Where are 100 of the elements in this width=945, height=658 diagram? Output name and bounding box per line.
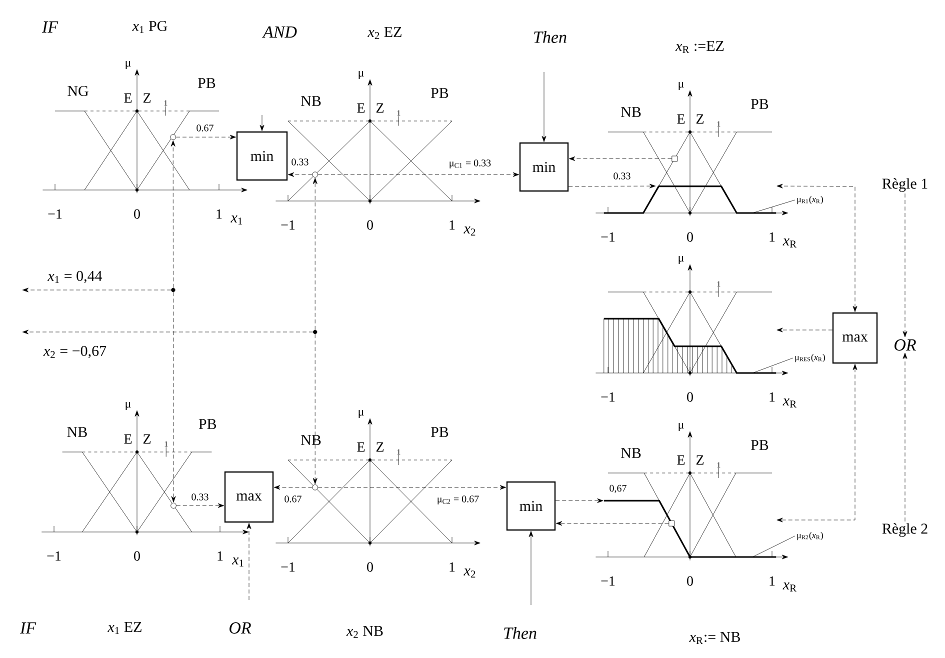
arrow	[776, 364, 858, 522]
leader-line	[752, 536, 796, 558]
set-label: Z	[376, 442, 384, 452]
set-label: Z	[143, 93, 151, 103]
rule-heading: x$_{1}$ PG	[132, 20, 168, 34]
rule-heading: x$_{R}$ :=EZ	[675, 41, 724, 53]
tick-label: 1	[450, 562, 455, 572]
tick-label: −1	[281, 562, 295, 572]
axis-label: x$_{R}$	[782, 398, 797, 408]
arrow	[260, 114, 264, 131]
arrow	[318, 485, 506, 490]
edge-label: 0,67	[608, 484, 628, 494]
keyword-label: OR	[894, 339, 916, 351]
tick-label: 1	[164, 100, 168, 106]
tick-label: −1	[47, 551, 61, 561]
edge-label: 0.67	[283, 494, 303, 504]
tick-label: −1	[601, 392, 615, 402]
edge-label: 0.67	[195, 124, 215, 132]
rule-heading: x$_{2}$ NB	[346, 626, 383, 638]
arrow	[555, 498, 604, 503]
axis-label: μ	[126, 402, 131, 410]
point-marker	[170, 134, 176, 140]
tick-label: 0	[687, 392, 693, 402]
set-label: PB	[750, 99, 768, 109]
arrow	[288, 172, 312, 177]
membership-curve	[604, 500, 776, 558]
set-label: NB	[621, 107, 641, 117]
rule-heading: x$_{R}$:= NB	[689, 632, 740, 644]
arrow	[776, 184, 858, 312]
axis-label: μ	[126, 60, 131, 70]
leader-line	[752, 358, 794, 374]
set-label: NB	[301, 435, 321, 445]
tick-label: 1	[717, 121, 720, 127]
rule-heading: x$_{2}$ EZ	[368, 27, 402, 39]
tick-label: 0	[367, 562, 373, 572]
tick-label: 1	[717, 462, 720, 468]
input-value-label: x$_{1}$ = 0,44	[48, 270, 102, 284]
tick-label: 1	[770, 232, 775, 242]
arrow	[171, 292, 176, 502]
curve-label: μ$_{R2}$(x$_{R}$)	[797, 532, 824, 540]
operator-box: max	[224, 471, 274, 523]
tick-label: −1	[281, 220, 295, 230]
tick-label: 0	[134, 551, 140, 561]
leader-line	[752, 200, 796, 214]
axis-label: μ	[678, 256, 684, 264]
tick-label: 0	[687, 232, 693, 242]
keyword-label: OR	[230, 622, 252, 634]
set-label: Z	[696, 455, 704, 465]
edge-label: 0.33	[612, 172, 632, 180]
axis-label: x$_{2}$	[464, 226, 476, 236]
set-label: E	[677, 455, 685, 465]
axis-label: μ	[358, 410, 364, 418]
point-marker	[312, 484, 318, 490]
set-label: E	[357, 442, 365, 452]
set-label: NG	[68, 86, 88, 96]
edge-label: μ$_{C1}$ = 0.33	[448, 158, 492, 170]
arrow	[246, 523, 252, 600]
tick-label: 0	[134, 209, 140, 219]
set-label: Z	[376, 103, 384, 113]
tick-label: 1	[450, 220, 455, 230]
tick-label: −1	[601, 576, 615, 586]
operator-box: min	[519, 142, 569, 192]
point-marker	[170, 502, 176, 508]
axis-label: μ	[678, 82, 684, 90]
arrow	[312, 178, 318, 330]
tick-label: 1	[717, 281, 720, 287]
tick-label: 1	[218, 551, 223, 561]
arrow	[22, 288, 172, 292]
arrow	[528, 531, 534, 606]
axis-label: μ	[678, 422, 684, 432]
set-label: E	[677, 114, 685, 124]
tick-label: 1	[216, 209, 222, 219]
arrow	[274, 485, 312, 490]
arrow	[776, 328, 833, 332]
axis-label: x$_{1}$	[230, 215, 242, 225]
keyword-label: Then	[534, 31, 566, 43]
point-marker	[312, 172, 318, 178]
set-label: E	[357, 103, 365, 113]
membership-curve	[604, 318, 776, 374]
set-label: Z	[696, 114, 704, 124]
axis-label: x$_{1}$	[232, 557, 244, 567]
arrow	[542, 72, 546, 142]
arrow	[318, 172, 519, 177]
arrow	[312, 334, 318, 484]
arrow	[902, 193, 908, 338]
rule-heading: x$_{1}$ EZ	[108, 622, 142, 634]
tick-label: −1	[601, 232, 615, 242]
set-label: NB	[67, 427, 87, 437]
input-value-label: x$_{2}$ = −0,67	[43, 346, 106, 358]
operator-box: min	[236, 131, 288, 181]
set-label: PB	[198, 78, 216, 88]
arrow	[176, 503, 224, 508]
rule-label: Règle 1	[882, 178, 928, 192]
square-marker	[672, 156, 678, 162]
tick-label: 1	[164, 441, 168, 447]
axis-label: x$_{R}$	[782, 238, 797, 248]
keyword-label: AND	[262, 26, 297, 38]
set-label: E	[124, 434, 132, 444]
tick-label: 0	[687, 576, 693, 586]
tick-label: 0	[367, 220, 373, 230]
